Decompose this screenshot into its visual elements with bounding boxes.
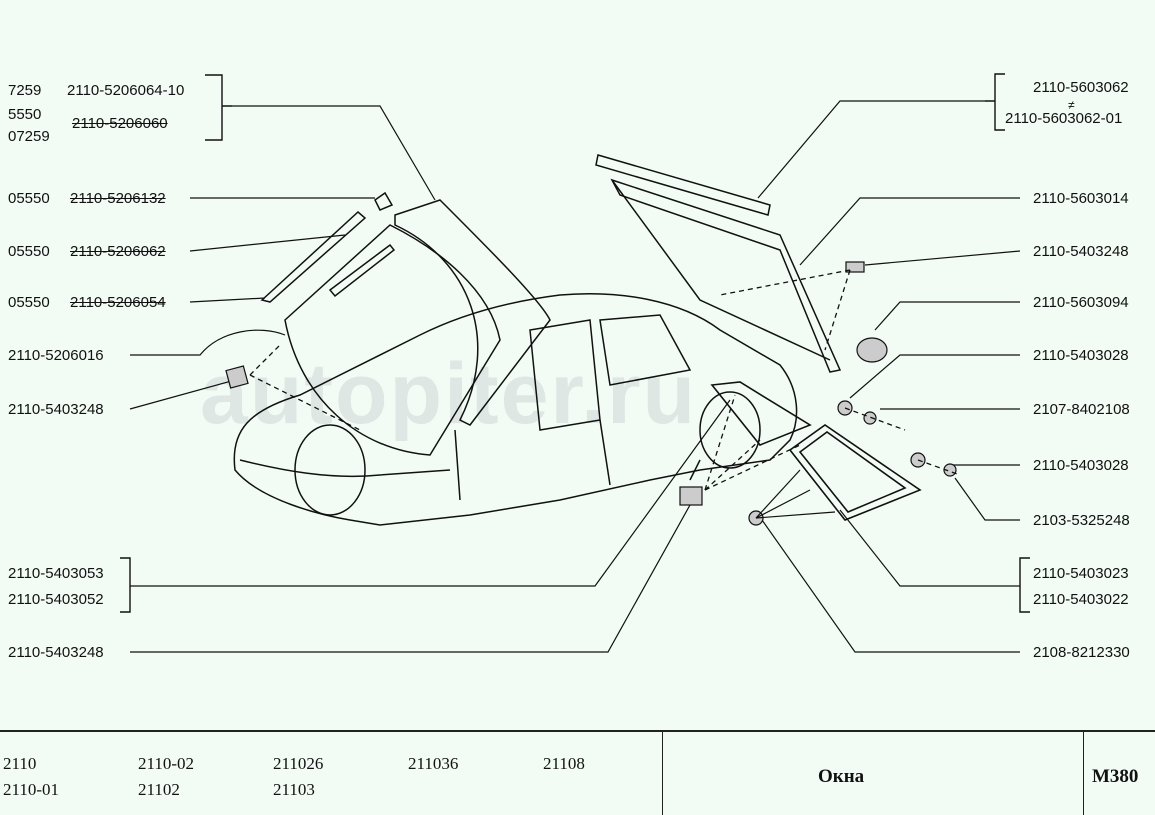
model: 211036 [408, 754, 459, 773]
part-number: 2110-5403022 [1033, 591, 1129, 608]
bracket-right-top [985, 73, 1005, 131]
bracket-right-bottom [1019, 557, 1030, 613]
part-number: 2110-5403028 [1033, 347, 1129, 364]
part-number: 2110-5603014 [1033, 190, 1129, 207]
part-number: 2110-5603062-01 [1005, 110, 1123, 127]
divider [662, 732, 663, 815]
part-number: 2110-5603094 [1033, 294, 1129, 311]
part-number: 2110-5403028 [1033, 457, 1129, 474]
part-number: 2110-5403248 [1033, 243, 1129, 260]
code: 05550 [8, 190, 50, 207]
part-number: 2110-5403248 [8, 401, 104, 418]
code: 7259 [8, 82, 42, 99]
leader-lines [129, 100, 1021, 653]
part-number: 2110-5403053 [8, 565, 104, 582]
bracket-left-bottom [120, 557, 131, 613]
part-number: 2110-5403248 [8, 644, 104, 661]
part-number: 2103-5325248 [1033, 512, 1130, 529]
code: 07259 [8, 128, 50, 145]
part-number: 2110-5603062 [1033, 79, 1129, 96]
code: 5550 [8, 106, 42, 123]
model: 2110 [3, 754, 37, 773]
solid-arrows [755, 469, 836, 519]
model: 21102 [138, 780, 180, 799]
rear-window [595, 154, 842, 373]
section-title: Окна [818, 766, 865, 787]
model: 21103 [273, 780, 315, 799]
dashed-arrows [249, 269, 961, 491]
code: 05550 [8, 294, 50, 311]
bracket-left [205, 74, 232, 141]
code: 05550 [8, 243, 50, 260]
part-number: 2110-5206060 [72, 115, 168, 132]
part-number: 2108-8212330 [1033, 644, 1130, 661]
model: 21108 [543, 754, 585, 773]
model: 2110-02 [138, 754, 195, 773]
part-number: 2110-5206132 [70, 190, 166, 207]
parts-diagram [120, 73, 1030, 653]
quarter-window [710, 381, 922, 521]
part-number: 2110-5206064-10 [67, 82, 185, 99]
page-code: M380 [1092, 766, 1139, 787]
not-equal-symbol: ≠ [1068, 98, 1075, 112]
part-number: 2110-5206062 [70, 243, 166, 260]
small-parts [225, 261, 957, 526]
part-number: 2110-5403052 [8, 591, 104, 608]
model: 211026 [273, 754, 324, 773]
model: 2110-01 [3, 780, 60, 799]
part-number: 2110-5403023 [1033, 565, 1129, 582]
part-number: 2107-8402108 [1033, 401, 1130, 418]
part-number: 2110-5206016 [8, 347, 104, 364]
car-body [233, 293, 798, 526]
windshield [260, 191, 551, 456]
title-block: 2110 2110-02 211026 211036 21108 2110-01… [0, 730, 1155, 815]
part-number: 2110-5206054 [70, 294, 166, 311]
divider [1083, 732, 1084, 815]
